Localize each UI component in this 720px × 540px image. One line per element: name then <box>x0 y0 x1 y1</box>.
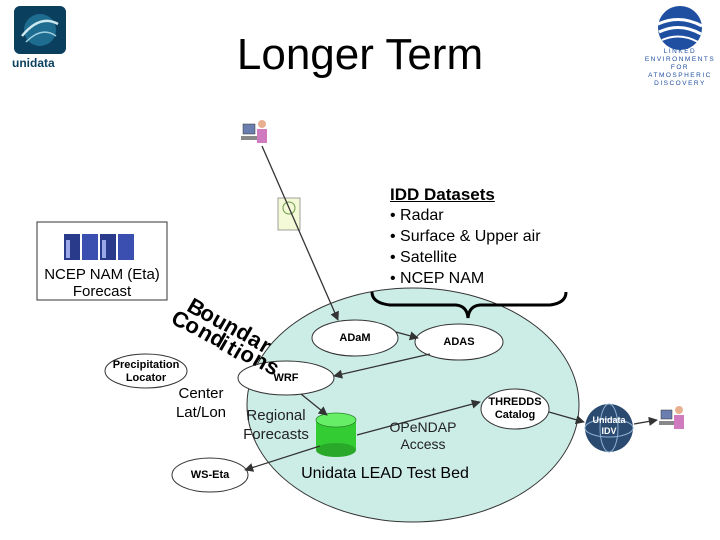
arrow-person-to-adam <box>261 145 339 321</box>
center-line1: Center <box>178 385 224 402</box>
opendap-label: OPeNDAP Access <box>378 419 468 453</box>
lead-logo-text: LINKED ENVIRONMENTS FOR ATMOSPHERIC DISC… <box>644 48 716 87</box>
arrow-database-to-thredds <box>356 399 481 436</box>
idv-logo-text: Unidata IDV <box>592 415 626 436</box>
opendap-line1: OPeNDAP <box>389 419 457 435</box>
center-latlon-label: Center Lat/Lon <box>166 384 236 422</box>
precip-line1: Precipitation <box>112 359 180 371</box>
idd-datasets-title: IDD Datasets <box>390 185 495 204</box>
precipitation-locator-label: Precipitation Locator <box>105 359 187 385</box>
unidata-logo-text: unidata <box>12 56 55 70</box>
supercomputer-icon <box>64 234 134 260</box>
arrow-wrf-to-database <box>300 393 328 416</box>
adam-node <box>311 319 399 357</box>
thredds-label: THREDDS Catalog <box>481 396 549 422</box>
precipitation-locator-node <box>104 353 188 389</box>
arrow-thredds-to-idv <box>548 411 585 425</box>
unidata-logo-graphic <box>14 6 66 54</box>
idd-item: • NCEP NAM <box>390 270 485 287</box>
center-line2: Lat/Lon <box>175 404 227 421</box>
arrow-adas-to-wrf <box>333 353 431 379</box>
slide-title: Longer Term <box>236 30 484 79</box>
thredds-line2: Catalog <box>494 409 536 421</box>
lead-globe-icon <box>657 6 703 50</box>
database-cylinder-icon <box>315 412 357 457</box>
arrow-database-to-wseta <box>244 445 321 472</box>
wseta-node <box>171 457 249 493</box>
wrf-label: WRF <box>273 372 299 384</box>
thredds-line1: THREDDS <box>488 396 542 408</box>
adas-node <box>414 323 504 361</box>
unidata-logo: unidata <box>8 6 76 72</box>
ncep-label-line2: Forecast <box>72 283 132 300</box>
idd-item: • Surface & Upper air <box>390 228 541 245</box>
idv-globe-icon <box>584 403 634 453</box>
testbed-label: Unidata LEAD Test Bed <box>301 465 469 482</box>
person-computer-icon-top <box>241 120 267 143</box>
person-computer-icon-right <box>659 406 684 429</box>
idd-item: • Radar <box>390 207 444 224</box>
regional-forecasts-label: Regional Forecasts <box>238 406 314 444</box>
adas-label: ADAS <box>443 336 475 348</box>
precip-line2: Locator <box>125 372 167 384</box>
regional-line2: Forecasts <box>243 426 309 443</box>
idd-brace <box>370 291 568 319</box>
arrow-adam-to-adas <box>395 331 419 341</box>
ncep-label: NCEP NAM (Eta) Forecast <box>37 266 167 300</box>
regional-line1: Regional <box>246 407 306 424</box>
ncep-label-line1: NCEP NAM (Eta) <box>44 266 160 283</box>
opendap-line2: Access <box>400 436 446 452</box>
idd-item: • Satellite <box>390 249 457 266</box>
adam-label: ADaM <box>339 332 371 344</box>
thredds-node <box>480 388 550 430</box>
idd-datasets-block: IDD Datasets • Radar • Surface & Upper a… <box>390 185 541 289</box>
lead-logo: LINKED ENVIRONMENTS FOR ATMOSPHERIC DISC… <box>642 4 718 94</box>
wseta-label: WS-Eta <box>190 469 230 481</box>
arrow-idv-to-person <box>633 416 658 426</box>
idd-datasets-list: • Radar • Surface & Upper air • Satellit… <box>390 205 541 289</box>
